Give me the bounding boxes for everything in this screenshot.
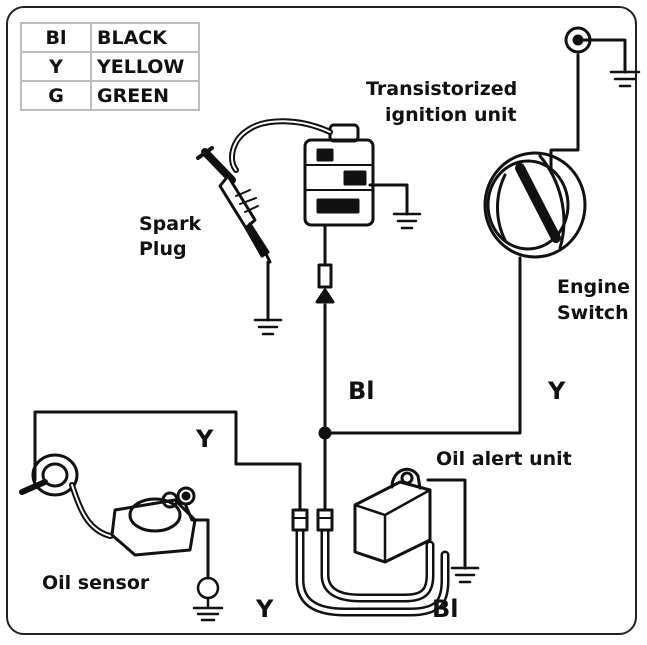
ring-terminal-icon: [564, 26, 592, 54]
legend-name: BLACK: [90, 22, 200, 53]
ground-icon: [253, 318, 283, 336]
label-plug: Plug: [139, 238, 187, 260]
legend-row: Bl BLACK: [20, 22, 200, 53]
wire-label-bl: Bl: [432, 595, 459, 623]
legend-name: GREEN: [90, 80, 200, 111]
color-legend: Bl BLACK Y YELLOW G GREEN: [20, 22, 200, 111]
junction-dot: [318, 426, 332, 440]
engine-switch-icon: [483, 151, 587, 259]
wire-label-y: Y: [548, 377, 566, 405]
ground-icon: [450, 566, 480, 584]
ground-icon: [392, 212, 422, 230]
legend-code: Y: [20, 51, 92, 82]
ground-icon: [192, 576, 224, 622]
oil-alert-unit-icon: [353, 467, 432, 564]
legend-code: G: [20, 80, 92, 111]
wire-engine-ground: [549, 53, 580, 172]
label-transistorized: Transistorized: [366, 78, 518, 100]
wire-y-sensor: [33, 410, 302, 514]
wire-harness-icon: [291, 508, 450, 617]
legend-name: YELLOW: [90, 51, 200, 82]
wire-top-ground: [576, 38, 627, 74]
legend-row: G GREEN: [20, 80, 200, 111]
wire-label-bl: Bl: [348, 377, 375, 405]
label-oil-sensor: Oil sensor: [42, 572, 150, 594]
ground-icon: [609, 70, 641, 88]
wire-y-engine: [323, 256, 522, 435]
diagram-frame: [6, 6, 637, 635]
label-spark: Spark: [139, 213, 202, 235]
spark-plug-icon: [196, 146, 272, 264]
wire-label-y: Y: [196, 425, 214, 453]
wire-label-y: Y: [256, 595, 274, 623]
label-engine: Engine: [557, 276, 631, 298]
label-switch: Switch: [557, 302, 629, 324]
ignition-unit-icon: [229, 118, 375, 227]
label-oil-alert-unit: Oil alert unit: [436, 448, 572, 470]
oil-sensor-icon: [19, 453, 210, 580]
label-ignition-unit: ignition unit: [385, 104, 517, 126]
wire-alert-ground: [426, 478, 467, 570]
legend-code: Bl: [20, 22, 92, 53]
inline-connector: [315, 263, 335, 304]
wire-ignition-ground: [368, 183, 409, 216]
legend-row: Y YELLOW: [20, 51, 200, 82]
